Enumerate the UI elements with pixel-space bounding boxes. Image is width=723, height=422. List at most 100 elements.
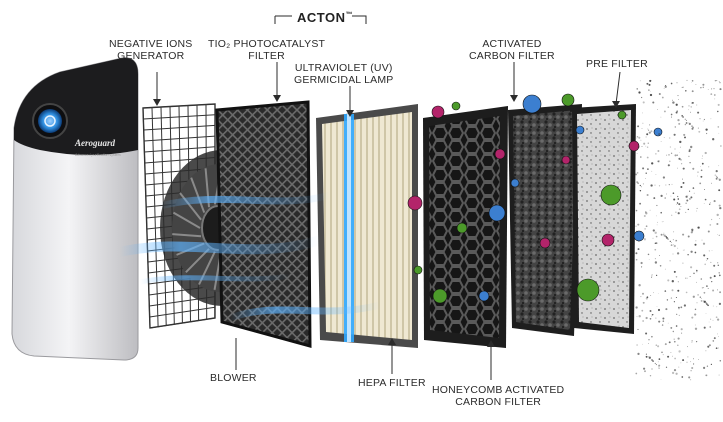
dust-particle-icon bbox=[672, 192, 675, 194]
dust-particle-icon bbox=[637, 248, 640, 251]
germ-icon bbox=[488, 204, 506, 222]
dust-particle-icon bbox=[714, 174, 716, 176]
dust-particle-icon bbox=[661, 324, 664, 326]
dust-particle-icon bbox=[687, 254, 689, 256]
dust-particle-icon bbox=[672, 355, 673, 357]
dust-particle-icon bbox=[648, 356, 651, 359]
dust-particle-icon bbox=[645, 172, 647, 174]
dust-particle-icon bbox=[664, 290, 667, 292]
dust-particle-icon bbox=[715, 316, 718, 319]
dust-particle-icon bbox=[645, 145, 647, 147]
dust-particle-icon bbox=[664, 85, 667, 88]
dust-particle-icon bbox=[636, 135, 639, 138]
dust-particle-icon bbox=[697, 294, 699, 296]
dust-particle-icon bbox=[658, 367, 660, 369]
dust-particle-icon bbox=[691, 90, 694, 93]
dust-particle-icon bbox=[642, 122, 644, 124]
dust-particle-icon bbox=[706, 365, 709, 367]
dust-particle-icon bbox=[685, 211, 687, 213]
dust-particle-icon bbox=[710, 118, 712, 120]
dust-particle-icon bbox=[703, 287, 705, 289]
dust-particle-icon bbox=[703, 254, 706, 257]
dust-particle-icon bbox=[648, 89, 650, 91]
dust-particle-icon bbox=[718, 204, 721, 207]
dust-particle-icon bbox=[703, 203, 705, 204]
dust-particle-icon bbox=[678, 98, 680, 100]
dust-particle-icon bbox=[693, 363, 695, 365]
dust-particle-icon bbox=[667, 164, 670, 167]
dust-particle-icon bbox=[650, 295, 652, 296]
dust-particle-icon bbox=[705, 132, 708, 135]
germ-icon bbox=[407, 195, 423, 211]
dust-particle-icon bbox=[637, 182, 639, 185]
dust-particle-icon bbox=[657, 308, 661, 312]
dust-particle-icon bbox=[712, 138, 715, 141]
dust-particle-icon bbox=[646, 146, 649, 148]
dust-particle-icon bbox=[688, 155, 690, 158]
dust-particle-icon bbox=[719, 88, 722, 91]
dust-particle-icon bbox=[685, 90, 687, 92]
dust-particle-icon bbox=[662, 176, 666, 179]
dust-particle-icon bbox=[669, 146, 672, 148]
dust-particle-icon bbox=[712, 289, 715, 292]
dust-particle-icon bbox=[682, 116, 684, 118]
dust-particle-icon bbox=[718, 165, 720, 167]
dust-particle-icon bbox=[645, 178, 646, 179]
dust-particle-icon bbox=[688, 376, 691, 379]
dust-particle-icon bbox=[639, 80, 641, 82]
dust-particle-icon bbox=[691, 127, 694, 130]
dust-particle-icon bbox=[668, 341, 671, 344]
dust-particle-icon bbox=[705, 350, 707, 352]
dust-particle-icon bbox=[712, 319, 714, 321]
dust-particle-icon bbox=[673, 340, 676, 343]
dust-particle-icon bbox=[654, 261, 658, 264]
dust-particle-icon bbox=[691, 340, 693, 342]
dust-particle-icon bbox=[716, 318, 720, 321]
dust-particle-icon bbox=[693, 358, 694, 360]
dust-particle-icon bbox=[691, 341, 693, 343]
dust-particle-icon bbox=[694, 251, 697, 254]
dust-particle-icon bbox=[697, 111, 700, 114]
dust-particle-icon bbox=[691, 228, 694, 231]
dust-particle-icon bbox=[688, 109, 690, 111]
dust-particle-icon bbox=[718, 81, 720, 82]
germ-icon bbox=[456, 222, 468, 234]
dust-particle-icon bbox=[651, 170, 653, 172]
dust-particle-icon bbox=[704, 188, 705, 190]
germ-icon bbox=[628, 140, 640, 152]
dust-particle-icon bbox=[657, 292, 659, 294]
dust-particle-icon bbox=[650, 130, 653, 133]
dust-particle-icon bbox=[677, 198, 680, 200]
dust-particle-icon bbox=[690, 106, 692, 108]
dust-particle-icon bbox=[698, 130, 701, 133]
dust-particle-icon bbox=[676, 82, 678, 84]
dust-particle-icon bbox=[640, 296, 642, 298]
dust-particle-icon bbox=[647, 142, 650, 144]
dust-particle-icon bbox=[672, 99, 673, 101]
dust-particle-icon bbox=[697, 226, 700, 229]
leader-lines bbox=[156, 15, 621, 380]
dust-particle-icon bbox=[648, 83, 651, 86]
dust-particle-icon bbox=[694, 243, 697, 246]
dust-particle-icon bbox=[635, 230, 637, 232]
dust-particle-icon bbox=[709, 326, 711, 328]
dust-particle-icon bbox=[691, 366, 694, 370]
dust-particle-icon bbox=[682, 115, 684, 117]
dust-particle-icon bbox=[654, 231, 657, 234]
dust-particle-icon bbox=[660, 194, 663, 198]
dust-particle-icon bbox=[709, 203, 711, 205]
dust-particle-icon bbox=[685, 122, 688, 124]
dust-particle-icon bbox=[701, 239, 703, 241]
dust-particle-icon bbox=[718, 336, 719, 337]
dust-particle-icon bbox=[684, 123, 687, 126]
germ-icon bbox=[494, 148, 506, 160]
dust-particle-icon bbox=[658, 364, 661, 367]
dust-particle-icon bbox=[658, 185, 661, 187]
dust-particle-icon bbox=[717, 126, 720, 128]
dust-particle-icon bbox=[677, 247, 679, 249]
dust-particle-icon bbox=[675, 111, 678, 114]
dust-particle-icon bbox=[705, 312, 707, 314]
dust-particle-icon bbox=[716, 80, 718, 82]
dust-particle-icon bbox=[654, 184, 656, 186]
dust-particle-icon bbox=[704, 151, 707, 155]
